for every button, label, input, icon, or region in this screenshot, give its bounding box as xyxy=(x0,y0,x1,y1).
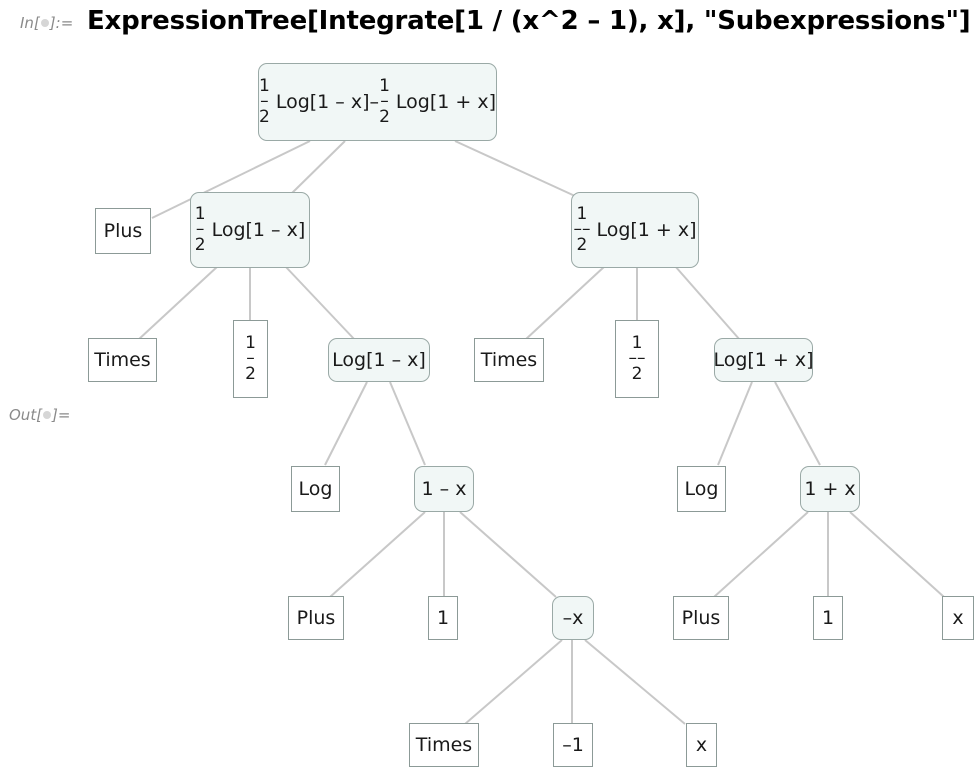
tree-node-plus[interactable]: Plus xyxy=(95,208,151,254)
input-cell-label: In[]:= xyxy=(20,14,74,32)
tree-node-neg-half[interactable]: 1––2 xyxy=(615,320,659,398)
tree-node-half[interactable]: 1–2 xyxy=(233,320,268,398)
tree-node-log-1-plus-x[interactable]: Log[1 + x] xyxy=(713,338,814,382)
tree-node-times[interactable]: Times xyxy=(88,338,157,382)
cell-dot-icon xyxy=(43,410,52,419)
tree-node-half-log-1-minus-x[interactable]: 1–2 Log[1 – x] xyxy=(190,192,310,268)
tree-node-plus[interactable]: Plus xyxy=(673,596,729,640)
tree-node-times[interactable]: Times xyxy=(474,338,544,382)
edge xyxy=(324,381,368,466)
edge xyxy=(774,381,821,466)
edge xyxy=(329,511,426,598)
tree-node-neg-x[interactable]: –x xyxy=(552,596,594,640)
tree-node-times[interactable]: Times xyxy=(409,723,479,767)
edge xyxy=(524,265,606,341)
tree-node-log[interactable]: Log xyxy=(677,466,726,512)
edge xyxy=(717,381,753,466)
tree-node-minus-one[interactable]: –1 xyxy=(553,723,593,767)
edge xyxy=(713,511,809,598)
fraction: 1–2 xyxy=(379,76,390,127)
tree-node-x[interactable]: x xyxy=(686,723,717,767)
edge xyxy=(454,140,576,197)
edge xyxy=(289,140,346,196)
edge xyxy=(284,265,356,341)
tree-node-1-minus-x[interactable]: 1 – x xyxy=(414,466,474,512)
fraction: 1–2 xyxy=(194,204,206,255)
edge xyxy=(584,639,686,725)
tree-node-root[interactable]: 1–2 Log[1 – x] – 1–2 Log[1 + x] xyxy=(258,63,497,141)
tree-node-log-1-minus-x[interactable]: Log[1 – x] xyxy=(328,338,430,382)
fraction: 1––2 xyxy=(573,204,591,255)
tree-node-one[interactable]: 1 xyxy=(813,596,843,640)
edge xyxy=(389,381,426,466)
fraction: 1–2 xyxy=(259,76,270,127)
edge xyxy=(151,140,311,219)
edge xyxy=(464,639,563,725)
tree-node-log[interactable]: Log xyxy=(291,466,340,512)
tree-node-plus[interactable]: Plus xyxy=(288,596,344,640)
tree-node-x[interactable]: x xyxy=(942,596,974,640)
edge xyxy=(459,511,557,598)
tree-node-neg-half-log-1-plus-x[interactable]: 1––2 Log[1 + x] xyxy=(571,192,699,268)
edge xyxy=(849,511,945,598)
input-expression[interactable]: ExpressionTree[Integrate[1 / (x^2 – 1), … xyxy=(87,6,971,36)
output-cell-label: Out[]= xyxy=(9,406,71,424)
tree-node-1-plus-x[interactable]: 1 + x xyxy=(800,466,860,512)
cell-dot-icon xyxy=(40,18,49,27)
edge xyxy=(674,265,741,341)
edge xyxy=(137,265,219,341)
tree-node-one[interactable]: 1 xyxy=(428,596,458,640)
